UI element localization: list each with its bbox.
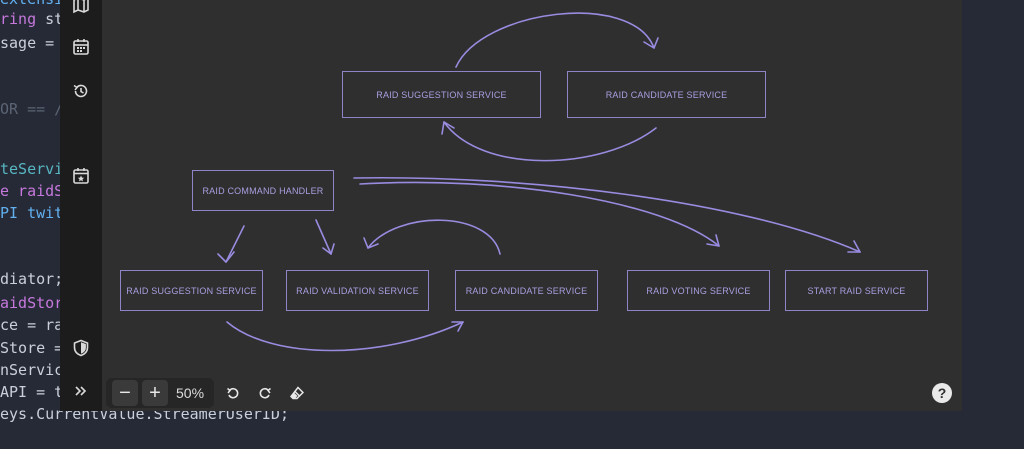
- minus-icon: −: [119, 381, 131, 404]
- panel-sidebar: [60, 0, 102, 411]
- code-line: e raidSt: [0, 182, 72, 200]
- node-label: START RAID SERVICE: [807, 285, 906, 296]
- shield-icon[interactable]: [70, 337, 92, 359]
- help-button[interactable]: ?: [932, 383, 952, 403]
- code-text: nServic: [0, 361, 64, 379]
- code-text: ring: [0, 10, 37, 28]
- code-line: OR == /: [0, 100, 63, 118]
- node-label: RAID VALIDATION SERVICE: [296, 285, 419, 296]
- connector-layer: [217, 12, 861, 352]
- node-start-raid-service[interactable]: START RAID SERVICE: [785, 270, 928, 311]
- node-raid-candidate-service-bottom[interactable]: RAID CANDIDATE SERVICE: [455, 270, 598, 311]
- node-raid-candidate-service-top[interactable]: RAID CANDIDATE SERVICE: [567, 71, 766, 118]
- arrow-suggestion-to-candidate-bottom: [226, 321, 464, 352]
- code-text: diator;: [0, 270, 64, 288]
- node-label: RAID CANDIDATE SERVICE: [605, 89, 728, 100]
- calendar-icon[interactable]: [70, 36, 92, 58]
- canvas-toolbar: − + 50%: [106, 376, 310, 410]
- code-line: aidStore: [0, 294, 72, 312]
- node-label: RAID SUGGESTION SERVICE: [376, 89, 507, 100]
- node-raid-validation-service[interactable]: RAID VALIDATION SERVICE: [286, 270, 429, 311]
- redo-button[interactable]: [252, 380, 278, 406]
- question-icon: ?: [937, 385, 947, 401]
- code-line: Store =: [0, 339, 63, 357]
- arrow-handler-to-validation: [315, 219, 332, 255]
- code-line: ring st: [0, 10, 63, 28]
- code-text: Store =: [0, 339, 64, 357]
- arrow-handler-to-voting: [359, 181, 720, 247]
- map-icon[interactable]: [70, 0, 92, 16]
- arrow-candidate-to-validation: [367, 219, 501, 255]
- code-text: aidStore: [0, 294, 73, 312]
- zoom-out-button[interactable]: −: [112, 380, 138, 406]
- code-line: teServic: [0, 160, 72, 178]
- zoom-level[interactable]: 50%: [176, 385, 205, 401]
- eraser-icon: [290, 386, 305, 400]
- diagram-canvas[interactable]: RAID SUGGESTION SERVICE RAID CANDIDATE S…: [102, 0, 962, 411]
- calendar-star-icon[interactable]: [70, 165, 92, 187]
- eraser-button[interactable]: [284, 380, 310, 406]
- zoom-in-button[interactable]: +: [142, 380, 168, 406]
- node-label: RAID SUGGESTION SERVICE: [126, 285, 257, 296]
- node-raid-suggestion-service-top[interactable]: RAID SUGGESTION SERVICE: [342, 71, 541, 118]
- code-text: st: [36, 10, 64, 28]
- diagram-panel: RAID SUGGESTION SERVICE RAID CANDIDATE S…: [60, 0, 962, 411]
- redo-icon: [259, 387, 271, 399]
- plus-icon: +: [149, 381, 161, 404]
- code-line: extensio: [0, 0, 72, 8]
- code-line: nServic: [0, 361, 63, 379]
- node-label: RAID COMMAND HANDLER: [202, 185, 324, 196]
- node-raid-voting-service[interactable]: RAID VOTING SERVICE: [627, 270, 770, 311]
- code-text: OR == /: [0, 100, 64, 118]
- expand-icon[interactable]: [70, 380, 92, 402]
- node-raid-command-handler[interactable]: RAID COMMAND HANDLER: [192, 170, 334, 211]
- undo-icon: [227, 387, 239, 399]
- code-line: diator;: [0, 270, 63, 288]
- arrow-candidate-to-suggestion: [443, 121, 657, 162]
- arrow-handler-to-start: [353, 176, 861, 253]
- zoom-controls: − + 50%: [106, 378, 215, 408]
- node-label: RAID CANDIDATE SERVICE: [465, 285, 588, 296]
- arrow-handler-to-suggestion: [225, 225, 245, 263]
- history-icon[interactable]: [70, 80, 92, 102]
- undo-button[interactable]: [220, 380, 246, 406]
- code-text: extensio: [0, 0, 72, 8]
- code-text: teServic: [0, 160, 73, 178]
- arrow-suggestion-to-candidate: [455, 12, 655, 68]
- node-label: RAID VOTING SERVICE: [646, 285, 751, 296]
- code-text: e raidSt: [0, 182, 73, 200]
- node-raid-suggestion-service-bottom[interactable]: RAID SUGGESTION SERVICE: [120, 270, 263, 311]
